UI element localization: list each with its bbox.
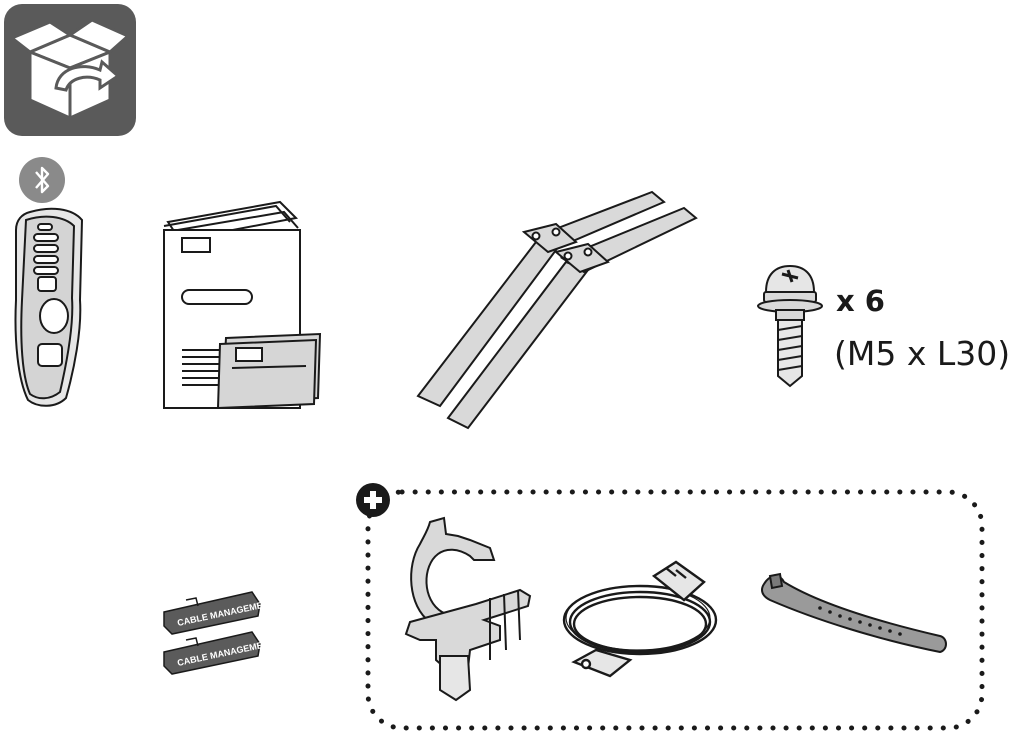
owners-manual bbox=[163, 200, 322, 410]
optional-items-frame bbox=[365, 489, 985, 731]
cable-management-holder: CABLE MANAGEMENT bbox=[163, 631, 276, 675]
remote-control bbox=[14, 207, 84, 407]
screw-quantity: x 6 bbox=[836, 284, 885, 318]
power-cord bbox=[562, 560, 718, 678]
cable-clip bbox=[404, 516, 532, 702]
bluetooth-icon bbox=[19, 157, 65, 203]
stand-screw bbox=[757, 264, 823, 388]
cable-management-holder: CABLE MANAGEMENT bbox=[163, 591, 276, 635]
cable-tie bbox=[761, 572, 947, 654]
stand-legs bbox=[416, 190, 698, 430]
open-box-icon bbox=[4, 4, 136, 136]
screw-spec: (M5 x L30) bbox=[834, 334, 1011, 373]
plus-icon bbox=[356, 483, 390, 517]
